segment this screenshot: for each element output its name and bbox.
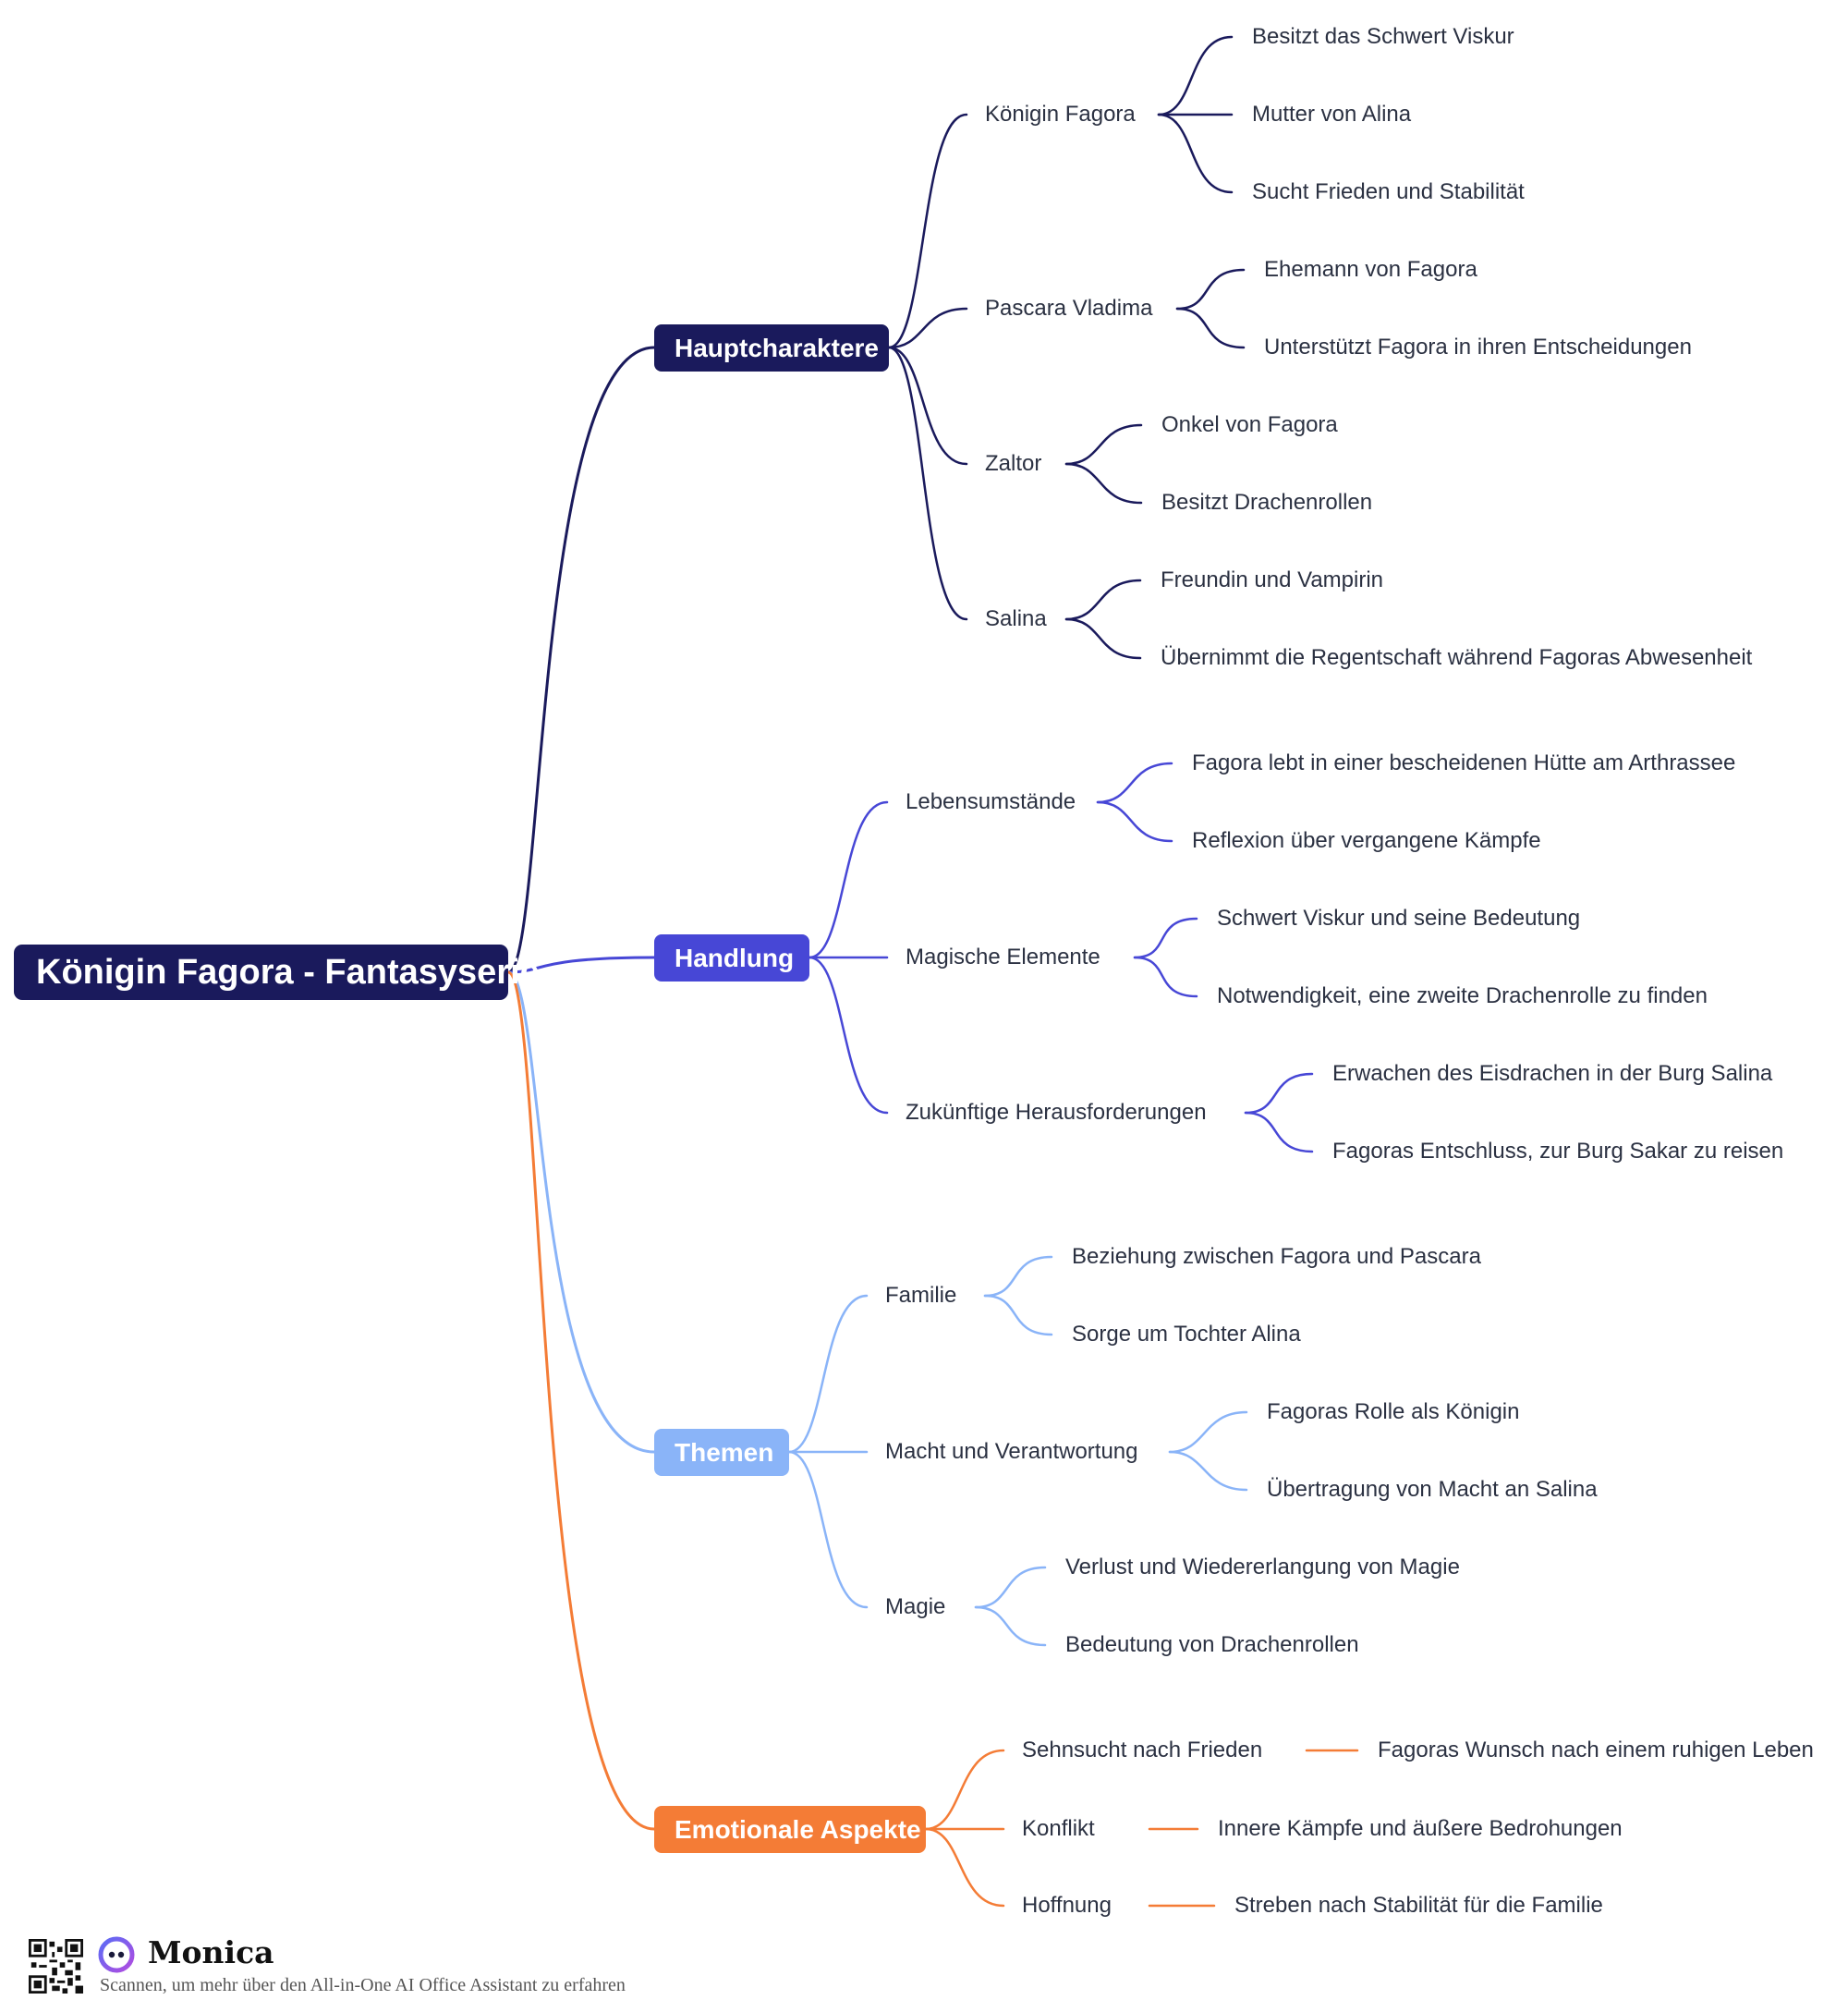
detail-node[interactable]: Besitzt Drachenrollen <box>1161 490 1373 515</box>
topic-node[interactable]: Zaltor <box>985 451 1042 476</box>
detail-connector <box>1244 1111 1314 1153</box>
topic-node[interactable]: Magie <box>885 1594 946 1619</box>
detail-node[interactable]: Sucht Frieden und Stabilität <box>1252 179 1525 204</box>
detail-node[interactable]: Sorge um Tochter Alina <box>1072 1322 1301 1347</box>
branch-node[interactable]: Emotionale Aspekte <box>654 1806 926 1853</box>
qr-code-icon <box>29 1939 83 1994</box>
detail-connector <box>1133 956 1198 998</box>
topic-connector <box>808 800 889 959</box>
detail-node[interactable]: Fagoras Entschluss, zur Burg Sakar zu re… <box>1332 1139 1784 1164</box>
detail-connector <box>1133 917 1198 959</box>
topic-node[interactable]: Magische Elemente <box>906 945 1100 969</box>
detail-node[interactable]: Übertragung von Macht an Salina <box>1267 1477 1598 1502</box>
detail-connector <box>1175 268 1246 311</box>
detail-connector <box>1096 800 1173 843</box>
detail-connector <box>1064 462 1143 505</box>
detail-node[interactable]: Verlust und Wiedererlangung von Magie <box>1065 1555 1460 1579</box>
detail-connector <box>1168 1450 1248 1492</box>
detail-node[interactable]: Streben nach Stabilität für die Familie <box>1234 1893 1603 1918</box>
topic-node[interactable]: Königin Fagora <box>985 102 1136 127</box>
topic-connector <box>787 1450 869 1609</box>
root-node[interactable]: Königin Fagora - Fantasyserie <box>14 945 540 1000</box>
branch-node[interactable]: Hauptcharaktere <box>654 324 889 372</box>
monica-logo-icon <box>98 1936 135 1973</box>
detail-node[interactable]: Reflexion über vergangene Kämpfe <box>1192 828 1541 853</box>
detail-node[interactable]: Fagora lebt in einer bescheidenen Hütte … <box>1192 750 1736 775</box>
branch-connector <box>506 956 656 974</box>
footer-subtitle: Scannen, um mehr über den All-in-One AI … <box>100 1975 626 1995</box>
detail-connector <box>974 1566 1047 1609</box>
detail-connector <box>1244 1072 1314 1115</box>
topic-node[interactable]: Konflikt <box>1022 1816 1095 1841</box>
detail-node[interactable]: Erwachen des Eisdrachen in der Burg Sali… <box>1332 1061 1773 1086</box>
detail-connector <box>1157 113 1234 194</box>
detail-connector <box>1175 307 1246 349</box>
detail-node[interactable]: Freundin und Vampirin <box>1161 567 1384 592</box>
topic-node[interactable]: Pascara Vladima <box>985 296 1153 321</box>
topic-connector <box>887 307 968 349</box>
detail-node[interactable]: Fagoras Wunsch nach einem ruhigen Leben <box>1378 1738 1814 1762</box>
detail-node[interactable]: Besitzt das Schwert Viskur <box>1252 24 1514 49</box>
topic-connector <box>787 1294 869 1454</box>
detail-connector <box>1096 762 1173 804</box>
branch-connector <box>506 346 656 974</box>
topic-node[interactable]: Salina <box>985 606 1047 631</box>
topic-node[interactable]: Zukünftige Herausforderungen <box>906 1100 1207 1125</box>
detail-node[interactable]: Beziehung zwischen Fagora und Pascara <box>1072 1244 1481 1269</box>
detail-connector <box>1064 617 1142 660</box>
detail-connector <box>974 1605 1047 1647</box>
detail-connector <box>1168 1410 1248 1454</box>
detail-node[interactable]: Mutter von Alina <box>1252 102 1412 127</box>
detail-node[interactable]: Bedeutung von Drachenrollen <box>1065 1632 1359 1657</box>
detail-node[interactable]: Übernimmt die Regentschaft während Fagor… <box>1161 645 1753 670</box>
branch-connector <box>506 970 656 1831</box>
detail-connector <box>1157 35 1234 116</box>
detail-node[interactable]: Fagoras Rolle als Königin <box>1267 1399 1520 1424</box>
branch-node[interactable]: Handlung <box>654 934 809 982</box>
topic-connector <box>887 113 968 349</box>
detail-node[interactable]: Schwert Viskur und seine Bedeutung <box>1217 906 1581 931</box>
topic-connector <box>924 1827 1005 1908</box>
detail-connector <box>983 1294 1053 1336</box>
detail-node[interactable]: Unterstützt Fagora in ihren Entscheidung… <box>1264 335 1692 360</box>
topic-connector <box>808 956 889 1115</box>
topic-node[interactable]: Sehnsucht nach Frieden <box>1022 1738 1263 1762</box>
brand-name: Monica <box>148 1934 274 1970</box>
branch-node[interactable]: Themen <box>654 1429 789 1476</box>
detail-node[interactable]: Notwendigkeit, eine zweite Drachenrolle … <box>1217 983 1708 1008</box>
topic-connector <box>887 346 968 466</box>
detail-node[interactable]: Onkel von Fagora <box>1161 412 1338 437</box>
detail-connector <box>983 1255 1053 1298</box>
detail-connector <box>1064 423 1143 466</box>
branch-connector <box>506 970 656 1454</box>
topic-connector <box>887 346 968 621</box>
topic-connector <box>924 1749 1005 1831</box>
detail-node[interactable]: Innere Kämpfe und äußere Bedrohungen <box>1218 1816 1623 1841</box>
topic-node[interactable]: Familie <box>885 1283 957 1308</box>
topic-node[interactable]: Hoffnung <box>1022 1893 1112 1918</box>
detail-node[interactable]: Ehemann von Fagora <box>1264 257 1477 282</box>
topic-node[interactable]: Lebensumstände <box>906 789 1076 814</box>
detail-connector <box>1064 579 1142 621</box>
topic-node[interactable]: Macht und Verantwortung <box>885 1439 1138 1464</box>
